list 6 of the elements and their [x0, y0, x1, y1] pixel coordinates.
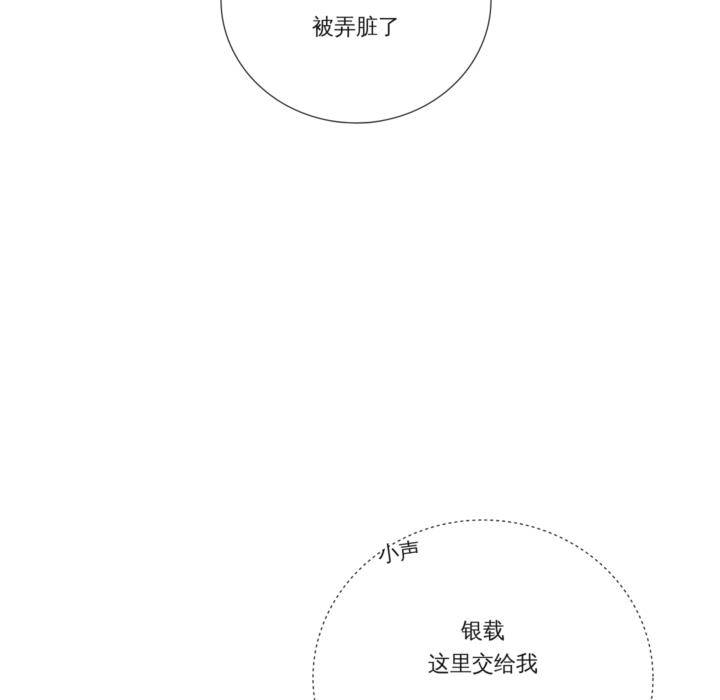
- sound-effect-text: 小声: [376, 536, 422, 569]
- speech-bubble: [313, 520, 653, 700]
- dialogue-text: 这里交给我: [427, 654, 539, 676]
- speech-bubble: [221, 0, 491, 123]
- dialogue-text: 银载: [460, 621, 506, 643]
- dialogue-text: 被弄脏了: [311, 17, 401, 39]
